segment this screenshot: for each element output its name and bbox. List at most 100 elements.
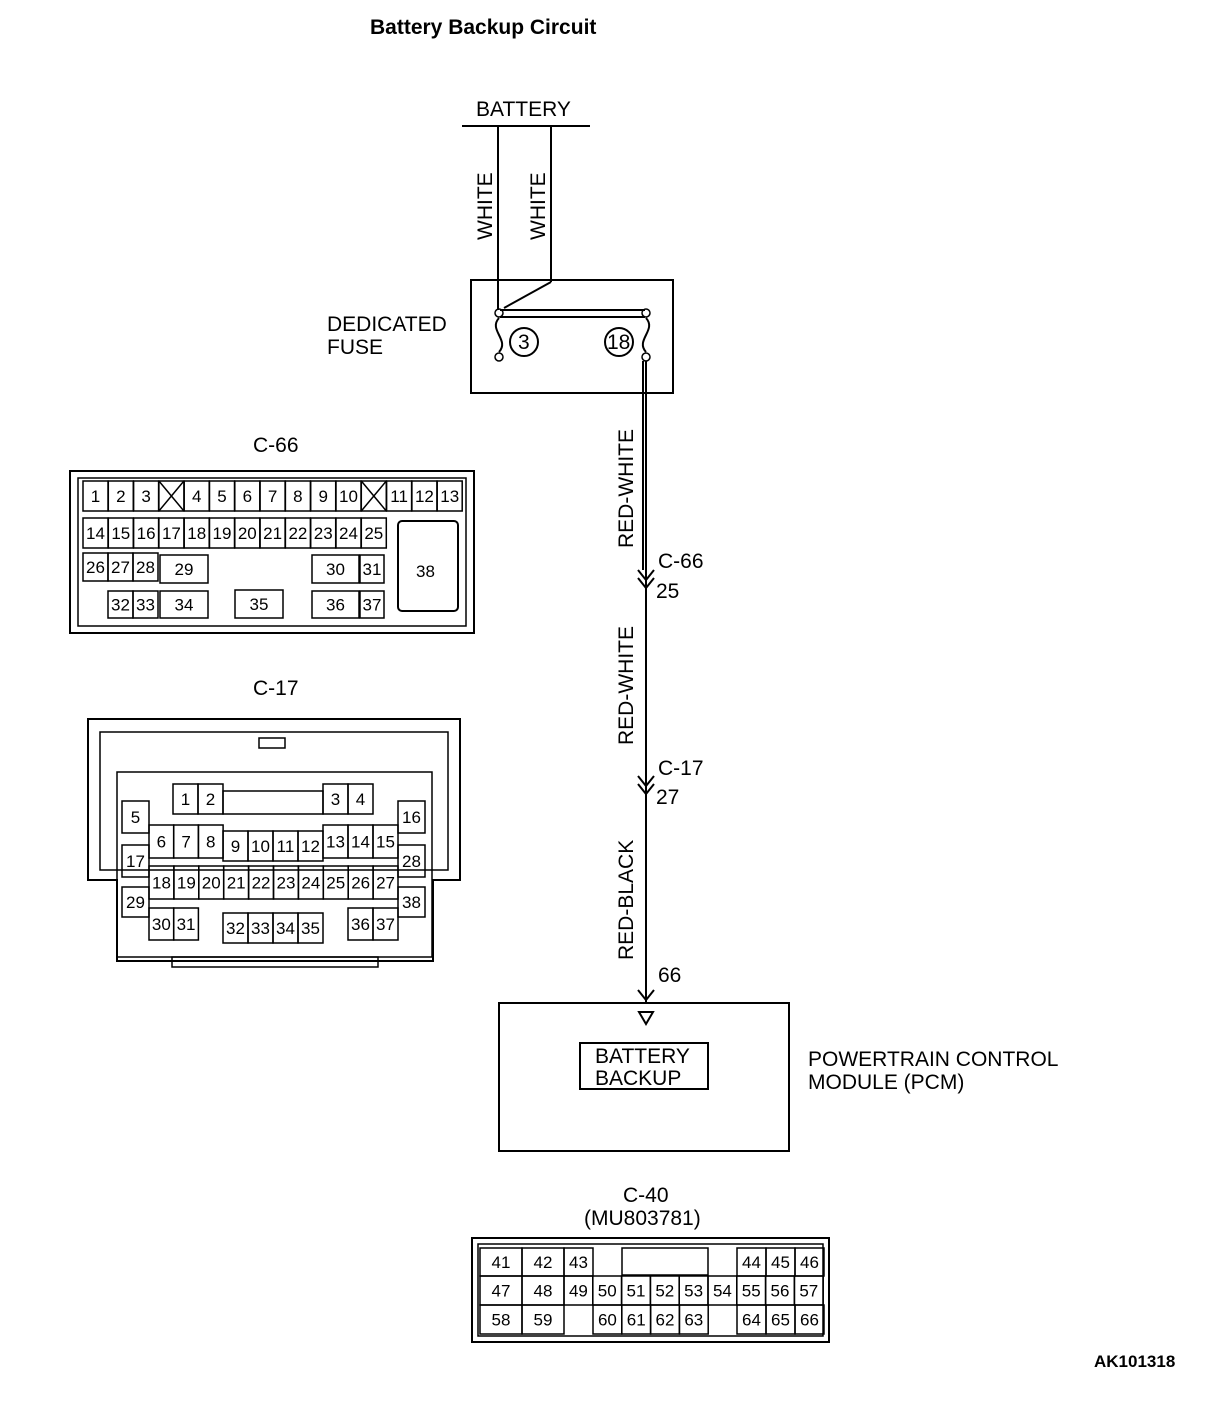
c40-pin-58-number: 58 <box>492 1311 511 1330</box>
c40-pin-49-number: 49 <box>569 1282 588 1301</box>
c66-pin-17-number: 17 <box>162 524 181 543</box>
c66-pin-13-number: 13 <box>440 487 459 506</box>
dedicated-fuse-box: 3 18 <box>470 279 674 394</box>
c66-pin-2-number: 2 <box>116 487 125 506</box>
c17-pin-7-number: 7 <box>181 833 190 852</box>
connector-c17-pin: 27 <box>656 786 679 809</box>
wire-color-segment-2: RED-WHITE <box>615 626 638 745</box>
c17-pin-38-number: 38 <box>402 893 421 912</box>
c17-pin-15-cell <box>372 824 399 859</box>
c66-pin-1-number: 1 <box>91 487 100 506</box>
c17-pin-16-cell <box>397 800 426 834</box>
c66-pin-19-number: 19 <box>213 524 232 543</box>
c66-pin-29-number: 29 <box>175 560 194 579</box>
c40-pin-41-number: 41 <box>492 1253 511 1272</box>
c17-pin-5-cell <box>121 800 150 834</box>
diagram-title: Battery Backup Circuit <box>370 16 596 39</box>
c66-pin-21-number: 21 <box>263 524 282 543</box>
c17-pin-4-number: 4 <box>356 790 365 809</box>
c66-pin-14-number: 14 <box>86 524 105 543</box>
c17-pin-37-number: 37 <box>376 915 395 934</box>
c17-pin-27-cell <box>372 865 399 900</box>
wire-color-white-right: WHITE <box>527 172 550 240</box>
c66-pin-31-cell <box>359 554 385 584</box>
c17-pin-19-number: 19 <box>177 874 196 893</box>
c17-pin-13-number: 13 <box>326 833 345 852</box>
c40-pin-47-number: 47 <box>492 1282 511 1301</box>
pcm-module: BATTERY BACKUP <box>498 1002 790 1152</box>
c66-pin-29-cell <box>159 554 209 584</box>
c66-pin-33-number: 33 <box>136 596 155 615</box>
c17-pin-21-number: 21 <box>227 874 246 893</box>
c17-pin-27-number: 27 <box>376 874 395 893</box>
c17-pin-1-number: 1 <box>181 790 190 809</box>
c17-pin-36-number: 36 <box>351 915 370 934</box>
wire-color-segment-1: RED-WHITE <box>615 429 638 548</box>
c17-blank-top-cell <box>222 790 324 815</box>
c40-pin-61-number: 61 <box>627 1311 646 1330</box>
c40-pin-60-number: 60 <box>598 1311 617 1330</box>
c66-pin-5-number: 5 <box>217 487 226 506</box>
c17-pin-20-number: 20 <box>202 874 221 893</box>
svg-text:38: 38 <box>416 562 435 581</box>
connector-c66-pin: 25 <box>656 580 679 603</box>
c17-pin-8-number: 8 <box>206 833 215 852</box>
c66-pin-8-number: 8 <box>293 487 302 506</box>
fuse-label-line2: FUSE <box>327 336 383 359</box>
c17-pin-4-cell <box>347 783 374 815</box>
battery-symbol: BATTERY <box>462 98 590 127</box>
c40-pin-50-number: 50 <box>598 1282 617 1301</box>
c40-pin-57-number: 57 <box>799 1282 818 1301</box>
c40-pin-63-cell <box>678 1304 709 1335</box>
battery-label: BATTERY <box>476 98 571 121</box>
connector-c17-callout: C-17 <box>658 757 704 780</box>
c17-pin-22-number: 22 <box>252 874 271 893</box>
c17-pin-3-number: 3 <box>331 790 340 809</box>
c17-pin-6-number: 6 <box>157 833 166 852</box>
c66-pin-4-number: 4 <box>192 487 201 506</box>
c66-pin-blank11-blank-mark <box>360 480 387 512</box>
c66-pin-12-number: 12 <box>415 487 434 506</box>
c66-pin-blank3-blank-mark <box>158 480 185 512</box>
battery-wires: WHITE WHITE <box>474 126 552 310</box>
connector-c66-label: C-66 <box>253 434 299 457</box>
c40-pin-46-number: 46 <box>800 1253 819 1272</box>
c66-pin-35-number: 35 <box>250 595 269 614</box>
c17-pin-35-number: 35 <box>301 919 320 938</box>
c66-pin-34-number: 34 <box>175 596 194 615</box>
c40-pin-44-number: 44 <box>742 1253 761 1272</box>
c17-pin-16-number: 16 <box>402 808 421 827</box>
c66-pin-20-number: 20 <box>238 524 257 543</box>
c66-pin-34-cell <box>159 590 209 619</box>
figure-id: AK101318 <box>1094 1352 1175 1371</box>
c66-pin-13-cell <box>436 480 463 512</box>
c17-pin-14-number: 14 <box>351 833 370 852</box>
c40-pin-52-number: 52 <box>655 1282 674 1301</box>
c40-pin-43-number: 43 <box>569 1253 588 1272</box>
c66-pin-31-number: 31 <box>363 560 382 579</box>
c66-pin-23-number: 23 <box>314 524 333 543</box>
c66-pin-36-cell <box>311 590 360 619</box>
c17-pin-38-cell <box>397 886 426 918</box>
c40-pin-66-number: 66 <box>800 1311 819 1330</box>
c66-pin-15-number: 15 <box>111 524 130 543</box>
c17-pin-37-cell <box>372 907 399 941</box>
c66-pin-9-number: 9 <box>318 487 327 506</box>
c17-pin-34-number: 34 <box>276 919 295 938</box>
c66-pin-27-number: 27 <box>111 558 130 577</box>
battery-backup-line1: BATTERY <box>595 1045 690 1068</box>
c66-pin-7-number: 7 <box>268 487 277 506</box>
c66-pin-28-number: 28 <box>136 558 155 577</box>
c17-pin-10-number: 10 <box>251 837 270 856</box>
c66-pin-11-number: 11 <box>390 487 408 506</box>
c66-pin-28-cell <box>132 552 159 582</box>
c17-pin-35-cell <box>297 912 324 944</box>
c17-pin-26-number: 26 <box>351 874 370 893</box>
c66-pin-25-cell <box>360 517 388 549</box>
c40-pin-59-cell <box>521 1304 565 1335</box>
connector-c17-label: C-17 <box>253 677 299 700</box>
c66-pin-26-number: 26 <box>86 558 105 577</box>
c40-pin-51-number: 51 <box>627 1282 646 1301</box>
c17-pin-32-number: 32 <box>226 919 245 938</box>
